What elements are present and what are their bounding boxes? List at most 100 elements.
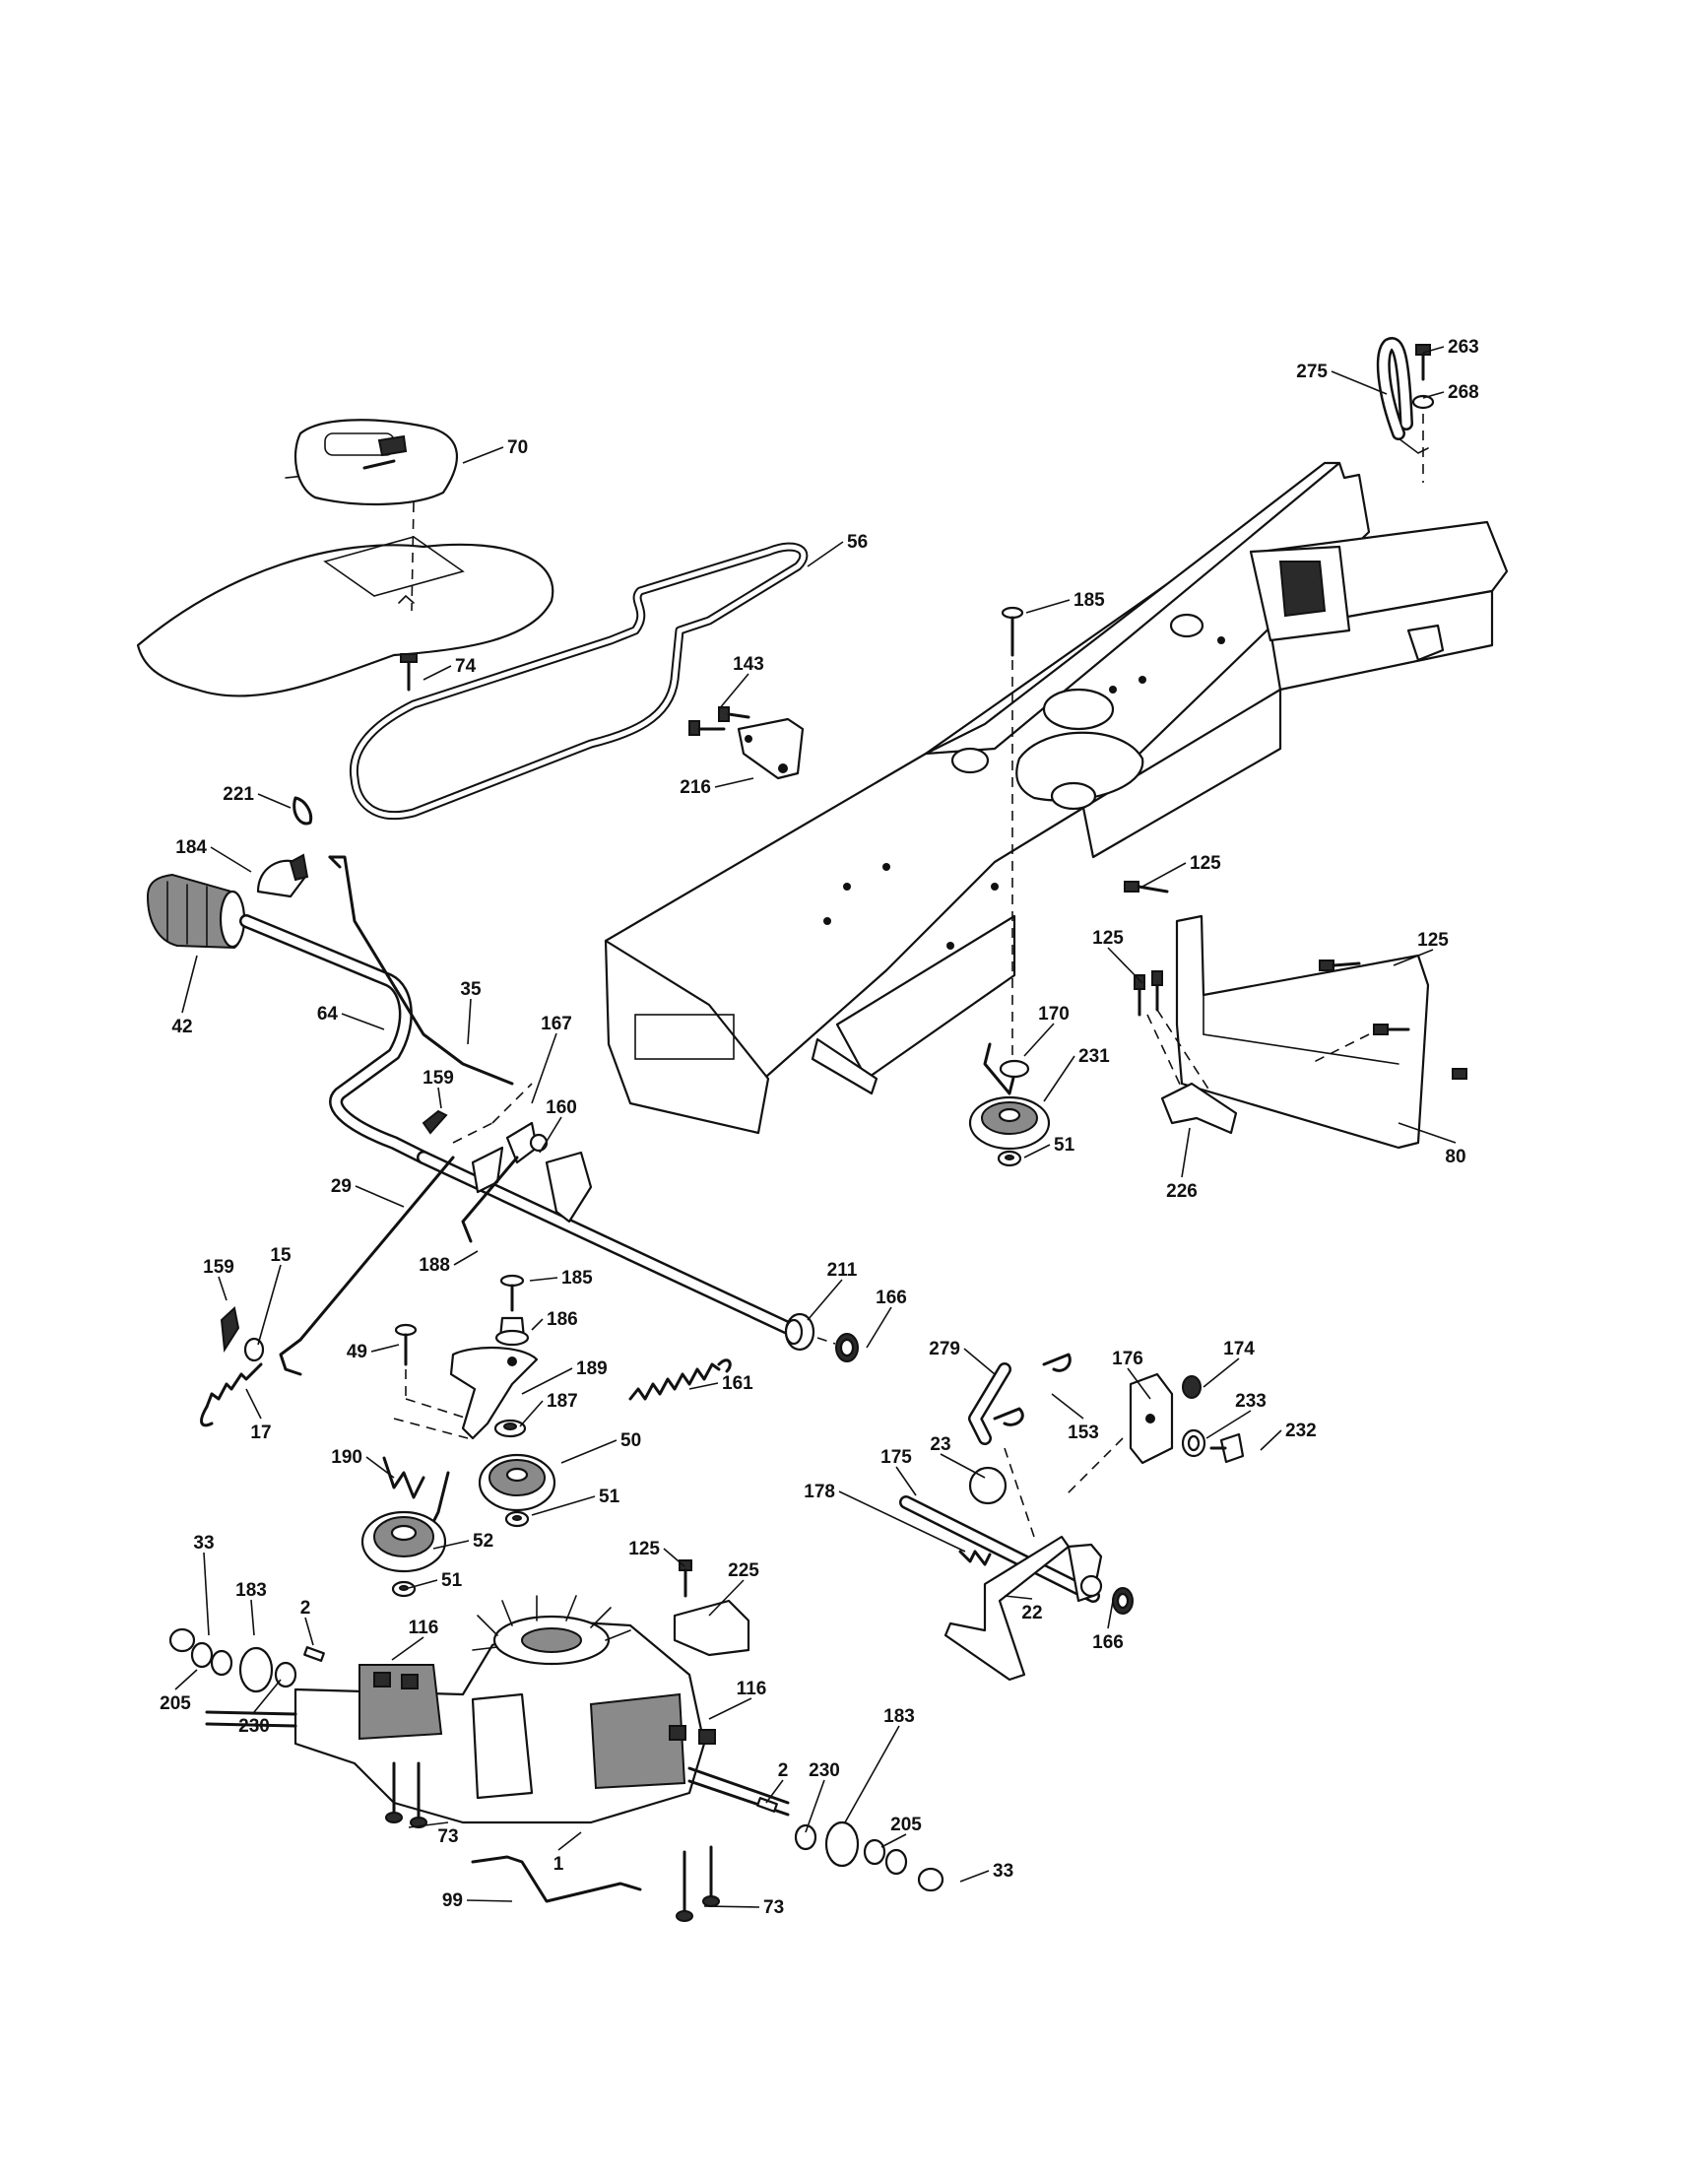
callout-label-c-216: 216 xyxy=(680,777,711,798)
callout-label-c-161: 161 xyxy=(722,1373,753,1394)
callout-label-c-221: 221 xyxy=(223,784,254,805)
leader-c-49 xyxy=(370,1344,400,1353)
callout-label-c-175: 175 xyxy=(880,1447,912,1468)
callout-label-c-125d: 125 xyxy=(628,1539,660,1559)
key-2-left xyxy=(303,1646,325,1662)
pin-159-top xyxy=(422,1109,448,1135)
clip-221 xyxy=(293,796,313,826)
callout-label-c-275: 275 xyxy=(1296,362,1328,382)
callout-label-c-233: 233 xyxy=(1235,1391,1267,1412)
spring-178 xyxy=(958,1550,992,1566)
leader-c-205a xyxy=(174,1669,198,1690)
leader-c-15 xyxy=(257,1264,282,1346)
leader-c-35 xyxy=(467,998,472,1045)
callout-label-c-231: 231 xyxy=(1078,1046,1110,1067)
leader-c-184 xyxy=(210,846,252,873)
leader-c-125d xyxy=(663,1548,685,1567)
leader-c-159b xyxy=(218,1276,228,1301)
callout-label-c-125a: 125 xyxy=(1190,853,1221,874)
leader-c-167 xyxy=(531,1032,557,1104)
callout-label-c-159a: 159 xyxy=(423,1068,454,1089)
leader-c-174 xyxy=(1203,1357,1240,1388)
callout-label-c-187: 187 xyxy=(547,1391,578,1412)
callout-label-c-186: 186 xyxy=(547,1309,578,1330)
leader-c-231 xyxy=(1043,1055,1075,1102)
leader-c-268 xyxy=(1422,391,1445,399)
callout-label-c-49: 49 xyxy=(347,1342,367,1362)
callout-label-c-15: 15 xyxy=(270,1245,292,1266)
leader-c-56 xyxy=(807,541,844,567)
callout-label-c-183b: 183 xyxy=(883,1706,915,1727)
pins-153 xyxy=(993,1353,1072,1426)
callout-label-c-29: 29 xyxy=(331,1176,352,1197)
leader-c-189 xyxy=(521,1367,573,1395)
callout-label-c-230a: 230 xyxy=(238,1716,270,1737)
callout-label-c-99: 99 xyxy=(442,1890,463,1911)
callout-label-c-225: 225 xyxy=(728,1560,759,1581)
callout-label-c-17: 17 xyxy=(250,1423,271,1443)
spring-170 xyxy=(983,1042,1016,1095)
leader-c-185b xyxy=(529,1277,558,1282)
callout-label-c-125b: 125 xyxy=(1092,928,1124,949)
washer-233 xyxy=(1181,1428,1206,1458)
rod-29 xyxy=(279,1156,455,1376)
leader-c-22 xyxy=(1004,1595,1033,1600)
bolt-232 xyxy=(1209,1432,1245,1464)
bracket-225 xyxy=(673,1599,750,1657)
leader-c-74 xyxy=(423,665,452,681)
callout-label-c-190: 190 xyxy=(331,1447,362,1468)
screw-74 xyxy=(400,653,418,692)
callout-label-c-183a: 183 xyxy=(235,1580,267,1601)
leader-c-73b xyxy=(703,1905,760,1908)
leader-c-51b xyxy=(531,1495,596,1516)
leader-c-178 xyxy=(838,1490,966,1553)
leader-c-125b xyxy=(1107,947,1143,984)
leader-c-153 xyxy=(1051,1393,1084,1420)
callout-label-c-42: 42 xyxy=(171,1017,192,1037)
knob-184 xyxy=(256,853,309,898)
leader-c-186 xyxy=(531,1318,544,1331)
callout-label-c-205b: 205 xyxy=(890,1815,922,1835)
callout-label-c-51a: 51 xyxy=(1054,1135,1075,1156)
screw-125-low xyxy=(679,1559,692,1598)
leader-c-226 xyxy=(1181,1127,1191,1178)
leader-c-42 xyxy=(181,955,198,1014)
callout-label-c-153: 153 xyxy=(1068,1423,1099,1443)
leader-c-176 xyxy=(1127,1367,1151,1400)
callout-label-c-64: 64 xyxy=(317,1004,339,1025)
leader-c-33a xyxy=(203,1552,210,1636)
leader-c-23 xyxy=(940,1453,986,1479)
leader-c-161 xyxy=(688,1382,719,1390)
transaxle-1 xyxy=(205,1595,790,1824)
callout-label-c-263: 263 xyxy=(1448,337,1479,358)
callout-label-c-185a: 185 xyxy=(1073,590,1105,611)
leader-c-216 xyxy=(714,777,754,788)
leader-c-233 xyxy=(1205,1410,1252,1439)
bolt-185-mid xyxy=(499,1274,525,1312)
washer-170 xyxy=(999,1059,1030,1079)
leader-c-99 xyxy=(466,1899,513,1902)
leader-c-64 xyxy=(341,1013,385,1030)
callout-label-c-205a: 205 xyxy=(160,1693,191,1714)
callout-label-c-167: 167 xyxy=(541,1014,572,1034)
callout-label-c-185b: 185 xyxy=(561,1268,593,1289)
leader-c-221 xyxy=(257,793,292,809)
callout-label-c-35: 35 xyxy=(460,979,482,1000)
leader-c-125c xyxy=(1393,949,1434,966)
ball-23 xyxy=(968,1466,1008,1505)
callout-label-c-116b: 116 xyxy=(737,1679,767,1699)
pivot-167-160 xyxy=(471,1121,549,1194)
callout-label-c-74: 74 xyxy=(455,656,477,677)
leader-c-159a xyxy=(437,1087,442,1109)
leader-c-52 xyxy=(432,1540,470,1550)
callout-label-c-73b: 73 xyxy=(763,1897,784,1918)
callout-label-c-1: 1 xyxy=(553,1854,564,1875)
callout-label-c-73a: 73 xyxy=(437,1826,458,1847)
leader-c-279 xyxy=(963,1348,996,1375)
callout-label-c-116a: 116 xyxy=(409,1618,439,1638)
drive-belt-56 xyxy=(349,542,809,821)
dash-cover-70 xyxy=(293,419,458,506)
bolt-49 xyxy=(394,1323,418,1366)
leader-c-2a xyxy=(304,1617,314,1646)
